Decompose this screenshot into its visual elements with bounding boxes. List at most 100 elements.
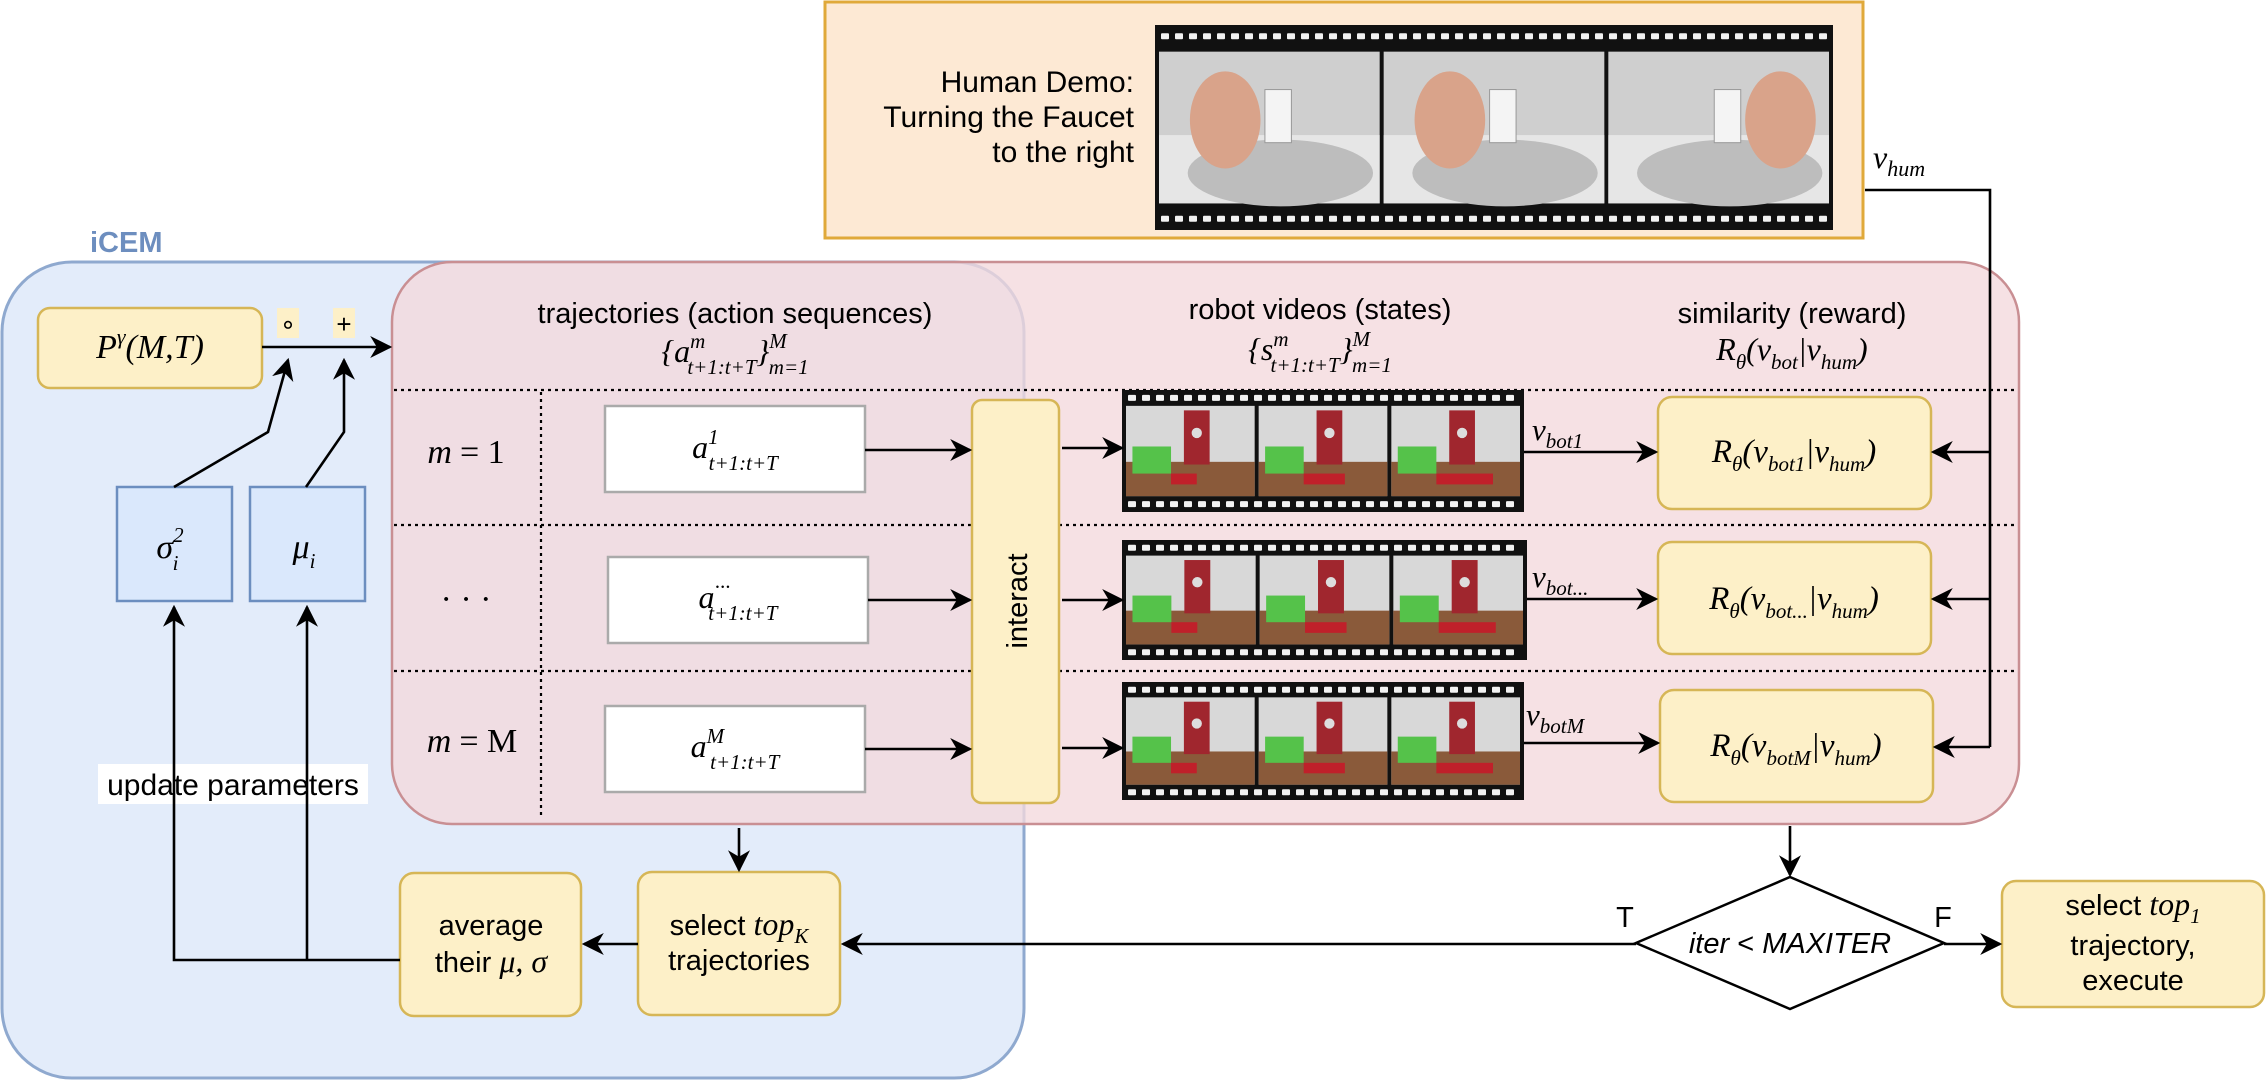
reward-label-3: Rθ(vbotM|vhum) [1709, 728, 1881, 770]
sprocket-hole [1170, 501, 1178, 508]
sprocket-hole [1380, 501, 1388, 508]
sprocket-hole [1366, 394, 1374, 401]
sprocket-hole [1352, 544, 1360, 551]
sprocket-hole [1156, 394, 1164, 401]
sprocket-hole [1315, 215, 1323, 222]
sprocket-hole [1240, 501, 1248, 508]
sprocket-hole [1245, 33, 1253, 40]
sprocket-hole [1651, 215, 1659, 222]
sprocket-hole [1268, 394, 1276, 401]
sprocket-hole [1240, 789, 1248, 796]
interact-label: interact [1002, 553, 1034, 648]
human-demo-frame [1159, 51, 1380, 207]
sprocket-hole [1511, 33, 1519, 40]
sprocket-hole [1184, 501, 1192, 508]
header-trajectories: trajectories (action sequences) [538, 298, 933, 330]
reward-label-2: Rθ(vbot...|vhum) [1708, 581, 1879, 623]
robot-video-frame [1391, 697, 1520, 785]
plus-op-bg [333, 308, 355, 338]
sprocket-hole [1240, 394, 1248, 401]
sprocket-hole [1184, 649, 1192, 656]
sprocket-hole [1511, 215, 1519, 222]
sprocket-hole [1296, 649, 1304, 656]
sprocket-hole [1366, 544, 1374, 551]
sprocket-hole [1142, 544, 1150, 551]
sprocket-hole [1324, 649, 1332, 656]
robot-video-frame [1126, 555, 1256, 645]
sprocket-hole [1371, 33, 1379, 40]
sprocket-hole [1436, 789, 1444, 796]
sprocket-hole [1254, 686, 1262, 693]
sprocket-hole [1478, 686, 1486, 693]
sprocket-hole [1324, 544, 1332, 551]
select-top1-line3: execute [2082, 965, 2184, 997]
human-demo-frame [1608, 51, 1829, 207]
sprocket-hole [1170, 789, 1178, 796]
sprocket-hole [1142, 649, 1150, 656]
sprocket-hole [1273, 215, 1281, 222]
sprocket-hole [1693, 33, 1701, 40]
sprocket-hole [1651, 33, 1659, 40]
sprocket-hole [1254, 789, 1262, 796]
sprocket-hole [1310, 789, 1318, 796]
sprocket-hole [1436, 394, 1444, 401]
select-topk-line2: trajectories [668, 945, 810, 977]
sprocket-hole [1189, 215, 1197, 222]
sprocket-hole [1357, 33, 1365, 40]
sprocket-hole [1338, 394, 1346, 401]
sprocket-hole [1231, 33, 1239, 40]
robot-video-frame [1258, 405, 1388, 497]
sprocket-hole [1366, 789, 1374, 796]
sprocket-hole [1245, 215, 1253, 222]
sprocket-hole [1408, 544, 1416, 551]
sprocket-hole [1441, 215, 1449, 222]
sprocket-hole [1394, 544, 1402, 551]
sprocket-hole [1310, 686, 1318, 693]
sprocket-hole [1464, 686, 1472, 693]
sprocket-hole [1287, 215, 1295, 222]
sprocket-hole [1422, 394, 1430, 401]
human-demo-line-2: Turning the Faucet [883, 101, 1134, 134]
sprocket-hole [1450, 501, 1458, 508]
sprocket-hole [1394, 789, 1402, 796]
sprocket-hole [1492, 544, 1500, 551]
plus-op: + [336, 309, 351, 339]
sprocket-hole [1371, 215, 1379, 222]
sprocket-hole [1623, 33, 1631, 40]
sprocket-hole [1819, 215, 1827, 222]
sprocket-hole [1161, 33, 1169, 40]
sprocket-hole [1231, 215, 1239, 222]
sprocket-hole [1352, 649, 1360, 656]
robot-video-frame [1126, 697, 1255, 785]
sprocket-hole [1268, 789, 1276, 796]
sprocket-hole [1581, 215, 1589, 222]
sprocket-hole [1763, 33, 1771, 40]
sprocket-hole [1581, 33, 1589, 40]
sprocket-hole [1483, 215, 1491, 222]
sprocket-hole [1777, 215, 1785, 222]
robot-video-filmstrips [1122, 390, 1527, 800]
sprocket-hole [1170, 686, 1178, 693]
sprocket-hole [1128, 686, 1136, 693]
robot-video-frame [1126, 405, 1255, 497]
sprocket-hole [1721, 215, 1729, 222]
sprocket-hole [1422, 789, 1430, 796]
sprocket-hole [1329, 215, 1337, 222]
sprocket-hole [1506, 544, 1514, 551]
sprocket-hole [1175, 33, 1183, 40]
connectors [163, 188, 2003, 962]
sprocket-hole [1539, 215, 1547, 222]
sprocket-hole [1478, 649, 1486, 656]
sprocket-hole [1436, 501, 1444, 508]
sprocket-hole [1184, 544, 1192, 551]
human-demo-filmstrip [1155, 25, 1833, 230]
sprocket-hole [1212, 649, 1220, 656]
sprocket-hole [1268, 501, 1276, 508]
sprocket-hole [1226, 544, 1234, 551]
sprocket-hole [1478, 789, 1486, 796]
action-box-3 [603, 704, 867, 794]
sprocket-hole [1408, 789, 1416, 796]
decision-label: iter < MAXITER [1689, 928, 1891, 960]
sprocket-hole [1492, 501, 1500, 508]
